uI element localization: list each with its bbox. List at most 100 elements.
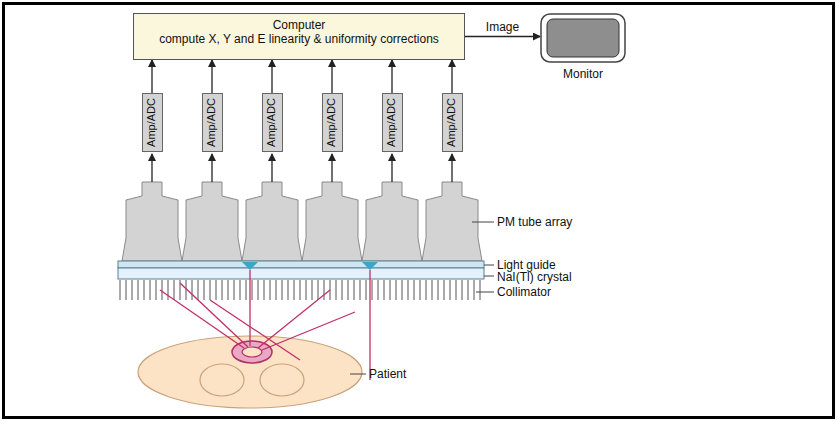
septum [126,280,127,300]
connector-arrow [451,60,452,93]
connector-arrow [465,36,540,37]
organ [200,364,244,396]
monitor-label: Monitor [540,67,626,81]
septum [336,280,337,300]
septum [408,280,409,300]
septum [384,280,385,300]
connector-arrow [211,60,212,93]
septum [264,280,265,300]
septum [318,280,319,300]
box-label: Amp/ADC [325,98,338,147]
septum [204,280,205,300]
part-label: NaI(Tl) crystal [497,270,572,284]
part-label: PM tube array [497,215,572,229]
pm-tube [182,182,242,261]
septum [426,280,427,300]
signal-arrow [211,154,212,182]
septum [480,280,481,300]
light-flash [362,262,378,270]
leader-lines [350,222,494,374]
pm-tube [302,182,362,261]
signal-arrow [451,154,452,182]
septum [288,280,289,300]
amp-adc-box: Amp/ADC [262,93,283,152]
septum [174,280,175,300]
septum [138,280,139,300]
signal-arrow [391,154,392,182]
septum [168,280,169,300]
septum [324,280,325,300]
gamma-rays [160,270,370,380]
septum [402,280,403,300]
part-label: Collimator [497,285,551,299]
septum [366,280,367,300]
box-label: Amp/ADC [265,98,278,147]
septum [360,280,361,300]
light-flash [242,262,258,270]
septum [282,280,283,300]
amp-adc-box: Amp/ADC [382,93,403,152]
part-label: Light guide [497,258,556,272]
septum [294,280,295,300]
septum [432,280,433,300]
septum [456,280,457,300]
septum [216,280,217,300]
septum [378,280,379,300]
septum [348,280,349,300]
signal-arrow [271,154,272,182]
box-heading: Computer [142,18,456,32]
septum [210,280,211,300]
septum [198,280,199,300]
box-body: compute X, Y and E linearity & uniformit… [142,32,456,46]
septum [396,280,397,300]
septum [414,280,415,300]
septum [186,280,187,300]
septum [420,280,421,300]
pm-tube [242,182,302,261]
connector-arrow [391,60,392,93]
septum [468,280,469,300]
connector-arrow [331,60,332,93]
part-label: Patient [369,367,406,381]
septum [132,280,133,300]
signal-arrow [151,154,152,182]
septum [162,280,163,300]
amp-adc-box: Amp/ADC [322,93,343,152]
septum [450,280,451,300]
septum [444,280,445,300]
nai-crystal [118,268,484,279]
septum [342,280,343,300]
septum [462,280,463,300]
septum [246,280,247,300]
septum [300,280,301,300]
monitor-shape [540,13,626,63]
signal-arrow [331,154,332,182]
monitor: Monitor [540,13,626,63]
septum [120,280,121,300]
connector-arrow [151,60,152,93]
septum [276,280,277,300]
connector-arrow [271,60,272,93]
monitor-case [541,14,625,62]
septum [144,280,145,300]
collimator-septa [120,280,480,300]
septum [156,280,157,300]
patient-body [138,336,362,408]
septum [222,280,223,300]
septum [228,280,229,300]
septum [192,280,193,300]
amp-adc-box: Amp/ADC [442,93,463,152]
septum [150,280,151,300]
amp-adc-box: Amp/ADC [142,93,163,152]
box-label: Amp/ADC [205,98,218,147]
monitor-screen [547,19,619,57]
pm-tube [122,182,182,261]
box-label: Amp/ADC [445,98,458,147]
septum [270,280,271,300]
septum [240,280,241,300]
septum [258,280,259,300]
septum [306,280,307,300]
septum [474,280,475,300]
